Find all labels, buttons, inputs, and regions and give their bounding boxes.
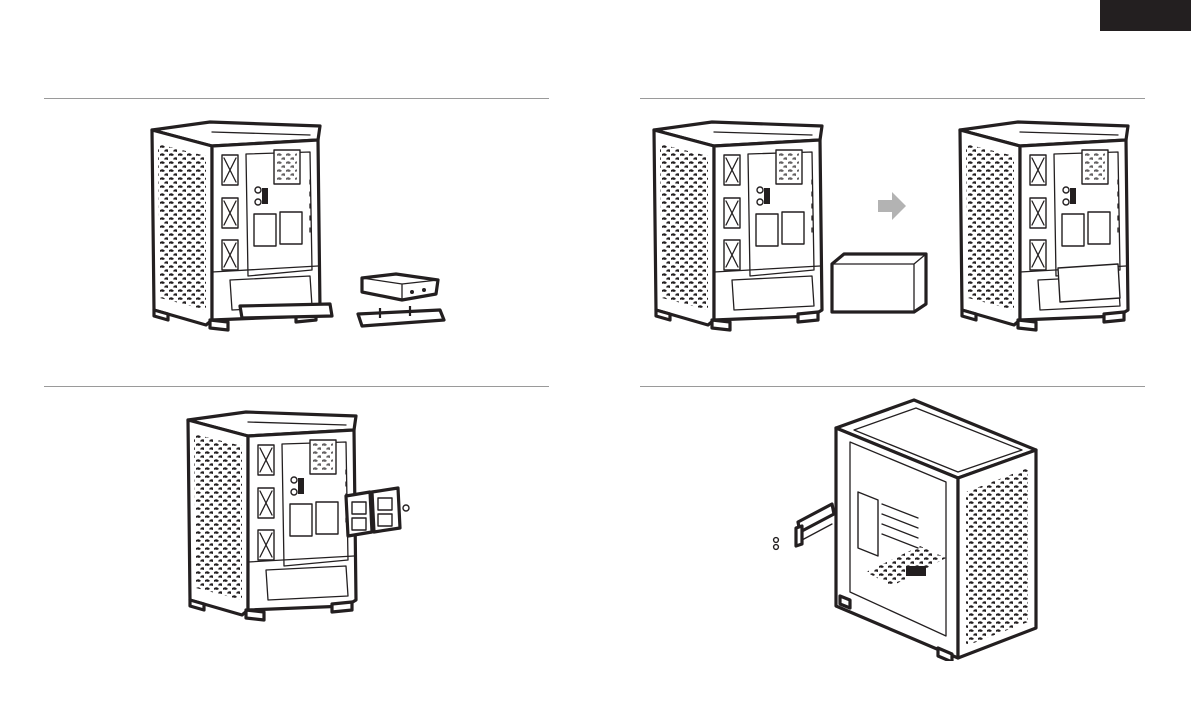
- tray-rail: [240, 304, 332, 318]
- section-divider-step-2: [640, 98, 1145, 99]
- section-divider-step-4: [640, 386, 1145, 387]
- case-drive-cages-mounted-icon: [182, 408, 432, 623]
- page-number-tab: [1100, 0, 1191, 31]
- step-4-illustration: [770, 396, 1070, 661]
- case-rear-bracket-screws-icon: [770, 396, 1070, 661]
- step-2-illustration: [648, 118, 1148, 338]
- screws-icon: [774, 538, 779, 550]
- drive-cage-icon: [358, 274, 444, 326]
- section-divider-step-1: [44, 98, 549, 99]
- step-3-illustration: [182, 408, 432, 623]
- section-divider-step-3: [44, 386, 549, 387]
- rear-bracket-icon: [796, 504, 834, 546]
- step-1-illustration: [140, 118, 460, 338]
- case-remove-psu-shroud-tray-icon: [140, 118, 460, 338]
- installed-psu: [1058, 264, 1120, 302]
- drive-cage-pair-icon: [346, 488, 409, 536]
- right-arrow-icon: [878, 192, 906, 220]
- case-psu-install-arrow-icon: [648, 118, 1148, 338]
- psu-box-icon: [832, 254, 926, 312]
